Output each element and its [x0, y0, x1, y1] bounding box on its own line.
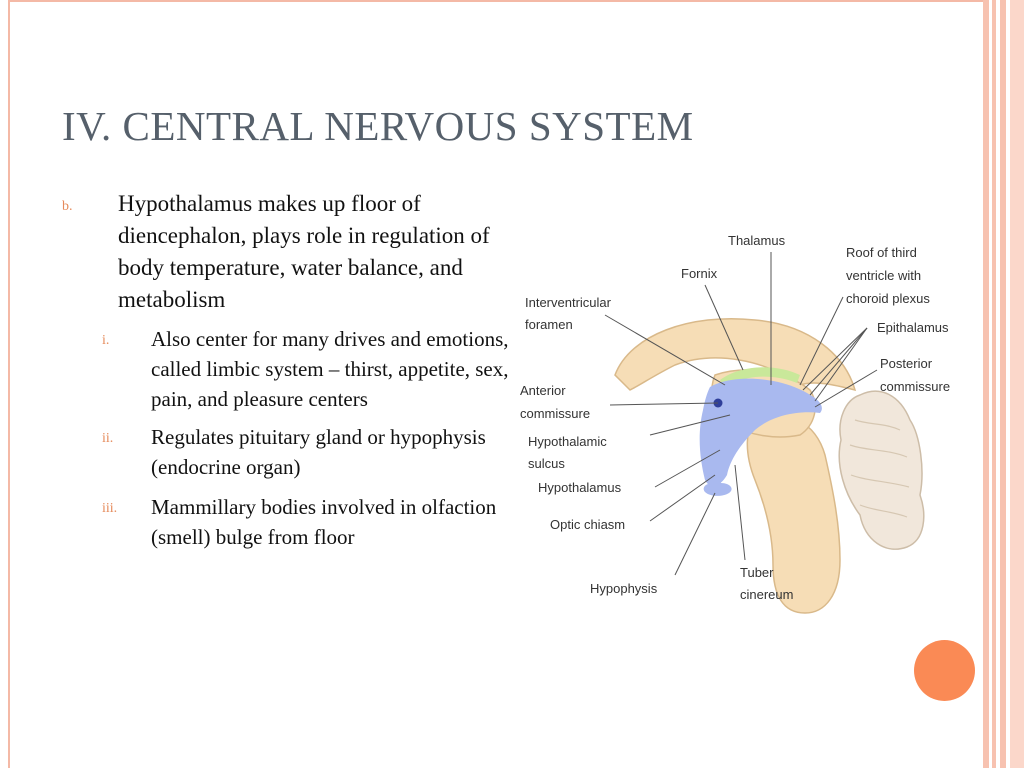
label-anterior-line2: commissure	[520, 406, 590, 421]
label-epithalamus: Epithalamus	[877, 320, 949, 335]
slide-frame-left	[8, 0, 10, 768]
slide-frame-top	[8, 0, 983, 2]
label-posterior-line2: commissure	[880, 379, 950, 394]
bullet-point: b. Hypothalamus makes up floor of dience…	[62, 188, 512, 316]
label-optic-chiasm: Optic chiasm	[550, 517, 625, 532]
leader-lines	[604, 252, 878, 576]
sub-point-text: Mammillary bodies involved in olfaction …	[151, 495, 497, 549]
brainstem	[746, 413, 841, 614]
decorative-stripe	[983, 0, 989, 768]
label-roof-line2: ventricle with	[846, 268, 921, 283]
sub-point-marker: iii.	[102, 501, 118, 516]
decorative-stripe	[1010, 0, 1024, 768]
slide-body: b. Hypothalamus makes up floor of dience…	[62, 188, 512, 552]
bullet-text: Hypothalamus makes up floor of diencepha…	[118, 191, 490, 312]
sub-point-text: Regulates pituitary gland or hypophysis …	[151, 425, 486, 479]
choroid-plexus	[720, 367, 800, 387]
cerebellum	[838, 390, 925, 550]
sub-point: i. Also center for many drives and emoti…	[62, 324, 512, 414]
hypophysis	[703, 475, 732, 496]
label-posterior-line1: Posterior	[880, 356, 933, 371]
label-fornix: Fornix	[681, 266, 718, 281]
brain-diagram: Thalamus Fornix Roof of third ventricle …	[520, 233, 950, 614]
label-hypothalamic-line2: sulcus	[528, 456, 565, 471]
bullet-marker: b.	[62, 199, 73, 214]
sub-point-marker: ii.	[102, 431, 114, 446]
sub-point: iii. Mammillary bodies involved in olfac…	[62, 492, 512, 552]
label-interventricular-line1: Interventricular	[525, 295, 612, 310]
label-hypophysis: Hypophysis	[590, 581, 658, 596]
sub-point-marker: i.	[102, 333, 110, 348]
decorative-stripe	[992, 0, 996, 768]
cerebellum-folia	[849, 419, 910, 518]
sub-point-text: Also center for many drives and emotions…	[151, 327, 509, 411]
label-interventricular-line2: foramen	[525, 317, 573, 332]
label-thalamus: Thalamus	[728, 233, 786, 248]
label-roof-line3: choroid plexus	[846, 291, 930, 306]
label-roof-line1: Roof of third	[846, 245, 917, 260]
label-anterior-line1: Anterior	[520, 383, 566, 398]
sub-point: ii. Regulates pituitary gland or hypophy…	[62, 422, 512, 482]
decorative-stripe	[1000, 0, 1006, 768]
cerebrum-section	[614, 317, 857, 392]
label-tuber-line2: cinereum	[740, 587, 793, 602]
label-hypothalamus: Hypothalamus	[538, 480, 622, 495]
hypothalamus-region	[699, 378, 822, 487]
slide-title: IV. CENTRAL NERVOUS SYSTEM	[62, 103, 694, 149]
label-tuber-line1: Tuber	[740, 565, 774, 580]
decorative-circle	[914, 640, 975, 701]
label-hypothalamic-line1: Hypothalamic	[528, 434, 607, 449]
